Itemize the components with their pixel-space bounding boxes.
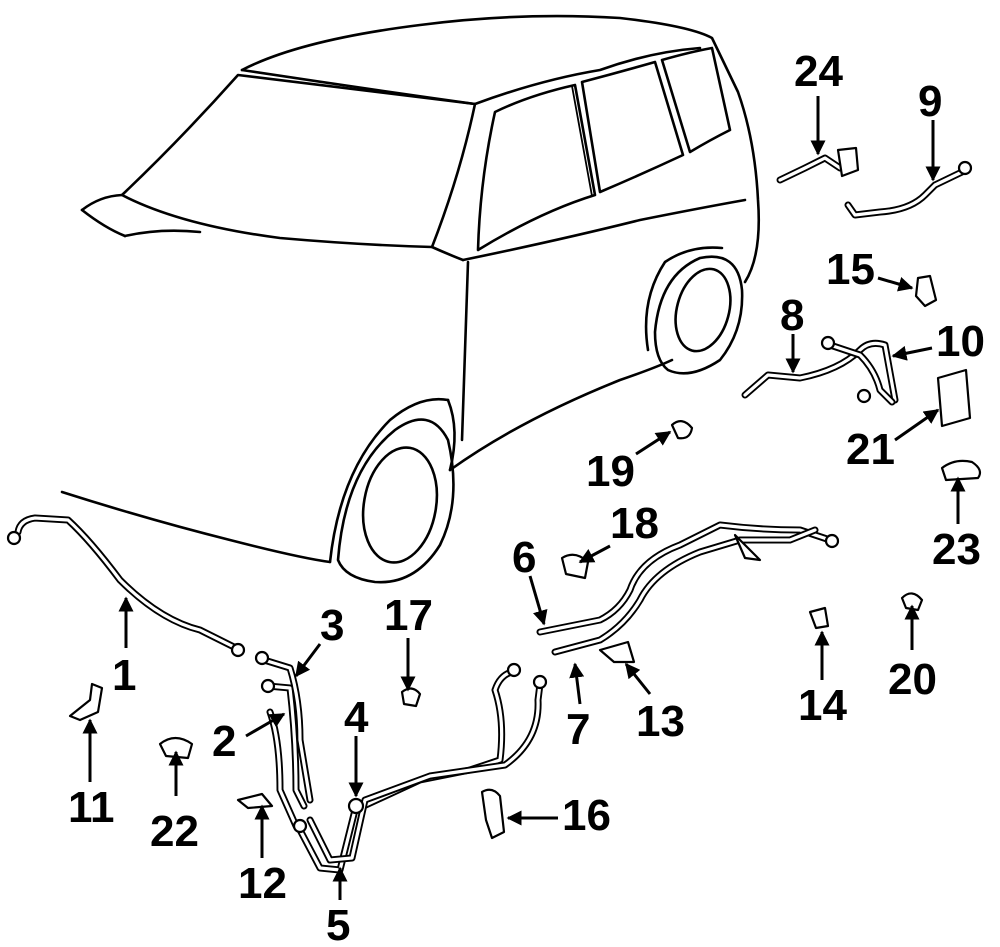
callout-22: 22 [150,807,199,856]
callout-18: 18 [610,499,659,548]
callout-1: 1 [112,651,136,700]
part-17-clip [400,687,422,708]
part-22-valve [158,736,194,760]
callout-19: 19 [586,447,635,496]
callout-11: 11 [68,783,115,832]
callout-10: 10 [936,317,985,366]
part-19-clip [670,420,694,440]
callout-6: 6 [512,533,536,582]
callout-8: 8 [780,291,804,340]
part-15-clip [914,274,938,308]
part-9-brake-hose [844,160,973,219]
callout-16: 16 [562,791,611,840]
part-24-hose-bracket [776,146,860,184]
callout-4: 4 [344,693,369,742]
callout-7: 7 [566,705,590,754]
callout-24: 24 [794,47,843,96]
callout-17: 17 [384,591,433,640]
part-12-clip [236,792,274,810]
part-13-clip [598,640,636,664]
callout-3: 3 [320,601,344,650]
callout-2: 2 [212,717,236,766]
callout-21: 21 [846,425,895,474]
part-1-front-brake-hose [6,514,246,658]
callout-5: 5 [326,901,350,947]
callout-12: 12 [238,859,287,908]
callout-20: 20 [888,655,937,704]
callout-9: 9 [918,77,942,126]
callout-23: 23 [932,525,981,574]
part-6-7-rear-brake-lines [536,521,840,656]
part-16-bracket [480,788,506,840]
callout-arrows [82,96,966,900]
part-11-bracket [68,682,104,722]
part-4-5-main-brake-lines [292,662,548,874]
callout-15: 15 [826,245,875,294]
part-14-clip [808,606,830,630]
part-23-valve [940,459,982,482]
callout-labels: 1 2 3 4 5 6 7 8 9 10 11 12 13 14 15 16 1… [68,47,985,947]
part-8-10-rear-hoses [741,335,899,406]
part-21-pad [936,368,972,428]
callout-13: 13 [636,697,685,746]
callout-14: 14 [798,681,847,730]
van-body-illustration [60,14,761,584]
